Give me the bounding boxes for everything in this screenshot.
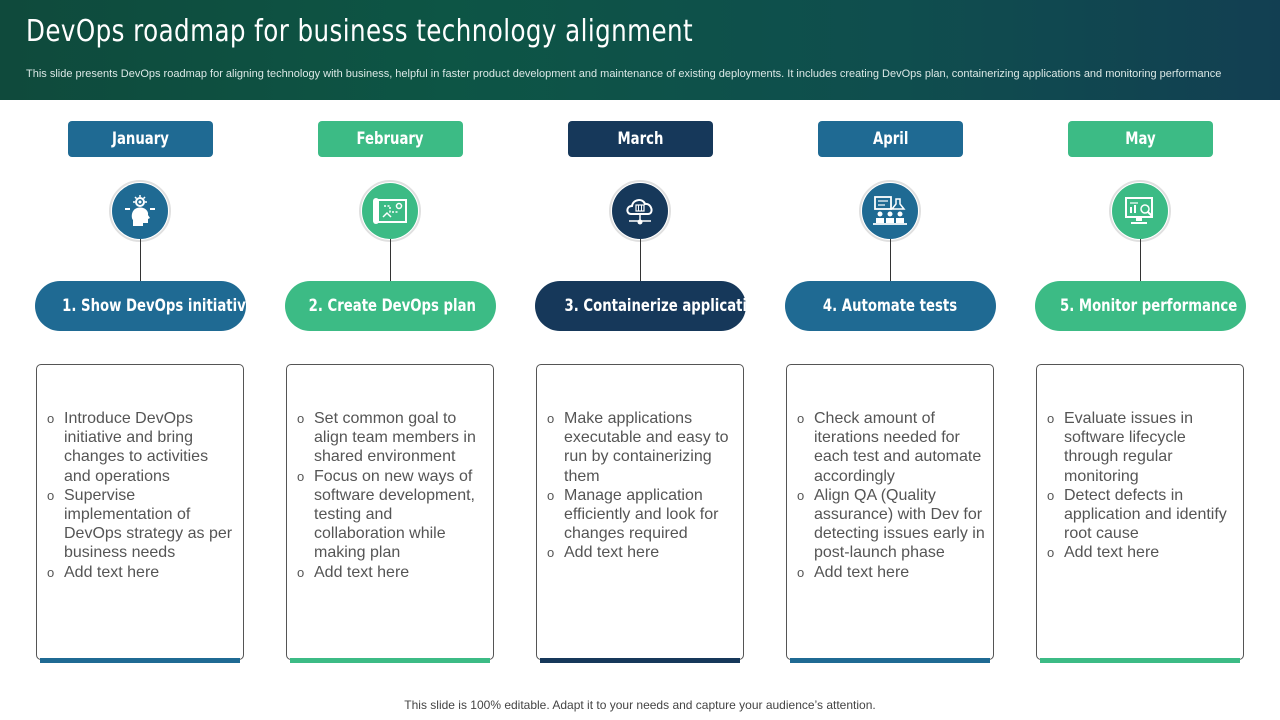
bullet-item: Detect defects in application and identi… <box>1045 486 1237 544</box>
page-title: DevOps roadmap for business technology a… <box>26 14 694 49</box>
step-title-pill: 1. Show DevOps initiative <box>35 281 255 331</box>
head-gear-icon <box>109 180 171 242</box>
step-card: Set common goal to align team members in… <box>286 364 494 660</box>
month-label: May <box>1068 121 1213 157</box>
bullet-item: Add text here <box>795 563 987 582</box>
month-label: March <box>568 121 713 157</box>
step-card: Check amount of iterations needed for ea… <box>786 364 994 660</box>
step-card: Evaluate issues in software lifecycle th… <box>1036 364 1244 660</box>
roadmap-step-1: January 1. Show DevOps initiative Introd… <box>35 100 255 670</box>
card-accent-bar <box>1040 658 1240 663</box>
bullet-item: Introduce DevOps initiative and bring ch… <box>45 409 237 486</box>
connector-line <box>1140 239 1141 281</box>
roadmap-step-3: March 3. Containerize applications Make … <box>535 100 773 670</box>
bullet-item: Focus on new ways of software developmen… <box>295 467 487 563</box>
cloud-network-icon <box>609 180 671 242</box>
month-label: January <box>68 121 213 157</box>
step-card: Introduce DevOps initiative and bring ch… <box>36 364 244 660</box>
month-label: February <box>318 121 463 157</box>
team-testing-icon <box>859 180 921 242</box>
bullet-item: Evaluate issues in software lifecycle th… <box>1045 409 1237 486</box>
bullet-item: Set common goal to align team members in… <box>295 409 487 467</box>
step-title-pill: 4. Automate tests <box>785 281 996 331</box>
bullet-item: Supervise implementation of DevOps strat… <box>45 486 237 563</box>
step-title-pill: 5. Monitor performance <box>1035 281 1246 331</box>
roadmap-step-5: May 5. Monitor performance Evaluate issu… <box>1035 100 1247 670</box>
step-title-pill: 3. Containerize applications <box>535 281 773 331</box>
bullet-item: Add text here <box>545 543 737 562</box>
monitor-analytics-icon <box>1109 180 1171 242</box>
month-label: April <box>818 121 963 157</box>
step-card: Make applications executable and easy to… <box>536 364 744 660</box>
page-subtitle: This slide presents DevOps roadmap for a… <box>26 68 1222 80</box>
blueprint-plan-icon <box>359 180 421 242</box>
card-accent-bar <box>540 658 740 663</box>
connector-line <box>640 239 641 281</box>
connector-line <box>890 239 891 281</box>
bullet-item: Add text here <box>45 563 237 582</box>
bullet-item: Check amount of iterations needed for ea… <box>795 409 987 486</box>
roadmap-step-4: April 4. Automate tests Check amount of … <box>785 100 997 670</box>
roadmap-step-2: February 2. Create DevOps plan Set commo… <box>285 100 497 670</box>
bullet-item: Make applications executable and easy to… <box>545 409 737 486</box>
card-accent-bar <box>40 658 240 663</box>
step-title-pill: 2. Create DevOps plan <box>285 281 496 331</box>
bullet-item: Add text here <box>1045 543 1237 562</box>
connector-line <box>390 239 391 281</box>
bullet-item: Manage application efficiently and look … <box>545 486 737 544</box>
header-banner: DevOps roadmap for business technology a… <box>0 0 1280 100</box>
footer-note: This slide is 100% editable. Adapt it to… <box>404 698 876 712</box>
card-accent-bar <box>290 658 490 663</box>
bullet-item: Add text here <box>295 563 487 582</box>
bullet-item: Align QA (Quality assurance) with Dev fo… <box>795 486 987 563</box>
connector-line <box>140 239 141 281</box>
card-accent-bar <box>790 658 990 663</box>
